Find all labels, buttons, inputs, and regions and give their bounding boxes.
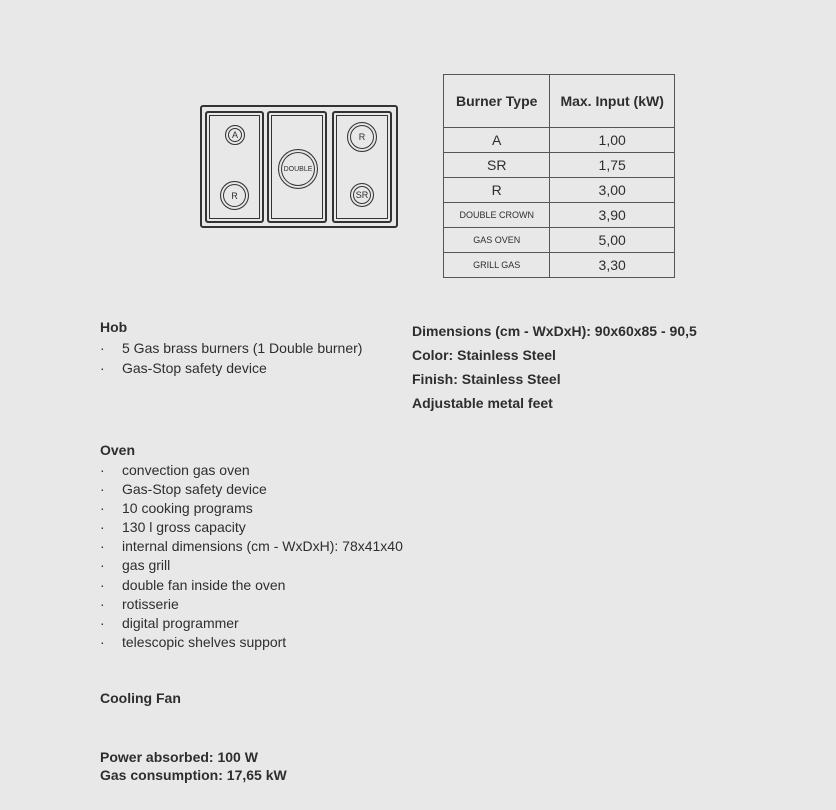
max-input-cell: 3,00 — [549, 177, 675, 203]
max-input-cell: 1,75 — [549, 152, 675, 178]
header-max-input: Max. Input (kW) — [549, 74, 675, 128]
hob-panel-center: DOUBLE — [267, 111, 327, 223]
list-item: 130 l gross capacity — [100, 518, 403, 537]
max-input-cell: 3,30 — [549, 252, 675, 278]
list-item: Gas-Stop safety device — [100, 480, 403, 499]
list-item: digital programmer — [100, 614, 403, 633]
burner-type-cell: A — [442, 127, 551, 153]
burner-icon: A — [225, 125, 245, 145]
specs: Dimensions (cm - WxDxH): 90x60x85 - 90,5… — [412, 319, 697, 415]
gas-consumption: Gas consumption: 17,65 kW — [100, 767, 287, 783]
header-burner-type: Burner Type — [442, 74, 551, 128]
oven-title: Oven — [100, 442, 136, 458]
burner-type-cell: DOUBLE CROWN — [442, 202, 551, 228]
max-input-cell: 3,90 — [549, 202, 675, 228]
list-item: internal dimensions (cm - WxDxH): 78x41x… — [100, 537, 403, 556]
oven-list: convection gas ovenGas-Stop safety devic… — [100, 461, 403, 652]
spec-finish: Finish: Stainless Steel — [412, 371, 561, 387]
list-item: double fan inside the oven — [100, 576, 403, 595]
burner-icon: R — [347, 122, 377, 152]
list-item: 10 cooking programs — [100, 499, 403, 518]
list-item: Gas-Stop safety device — [100, 358, 362, 378]
hob-diagram: A R DOUBLE R SR — [200, 105, 398, 228]
hob-title: Hob — [100, 319, 128, 335]
spec-feet: Adjustable metal feet — [412, 395, 553, 411]
list-item: rotisserie — [100, 595, 403, 614]
burner-type-cell: GRILL GAS — [442, 252, 551, 278]
burner-type-cell: GAS OVEN — [442, 227, 551, 253]
hob-panel-left: A R — [205, 111, 264, 223]
hob-list: 5 Gas brass burners (1 Double burner) Ga… — [100, 338, 362, 378]
list-item: 5 Gas brass burners (1 Double burner) — [100, 338, 362, 358]
list-item: telescopic shelves support — [100, 633, 403, 652]
burner-icon: SR — [350, 183, 374, 207]
max-input-cell: 5,00 — [549, 227, 675, 253]
max-input-cell: 1,00 — [549, 127, 675, 153]
cooling-fan-title: Cooling Fan — [100, 690, 181, 706]
list-item: gas grill — [100, 556, 403, 575]
burner-icon: DOUBLE — [278, 149, 318, 189]
list-item: convection gas oven — [100, 461, 403, 480]
hob-panel-right: R SR — [332, 111, 392, 223]
spec-color: Color: Stainless Steel — [412, 347, 556, 363]
burner-type-cell: R — [442, 177, 551, 203]
power-absorbed: Power absorbed: 100 W — [100, 749, 258, 765]
burner-icon: R — [220, 181, 249, 210]
spec-dimensions: Dimensions (cm - WxDxH): 90x60x85 - 90,5 — [412, 323, 697, 339]
burner-type-cell: SR — [442, 152, 551, 178]
